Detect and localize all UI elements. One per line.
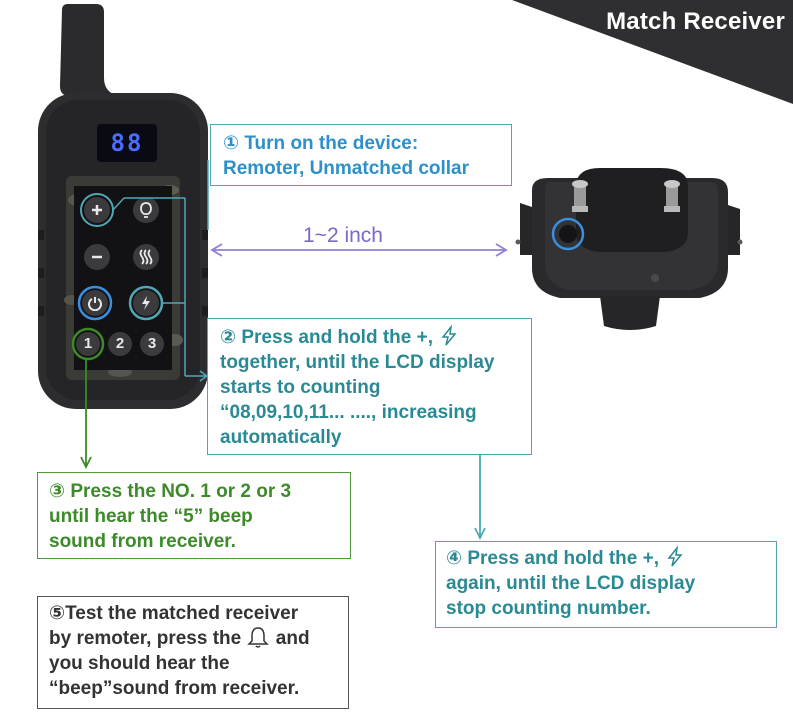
lightning-icon <box>441 325 457 346</box>
step-5-line-2b: and <box>275 628 310 649</box>
lcd-display: 88 <box>110 129 144 157</box>
minus-icon[interactable] <box>89 249 105 265</box>
step-1-box: ① Turn on the device: Remoter, Unmatched… <box>210 124 512 186</box>
vibration-icon[interactable] <box>138 248 154 266</box>
step-4-box: ④ Press and hold the +, again, until the… <box>435 541 777 628</box>
step-4-line-1-wrap: ④ Press and hold the +, <box>446 546 776 571</box>
step-2-line-2: together, until the LCD display <box>220 352 495 373</box>
step-3-line-3: sound from receiver. <box>49 531 236 552</box>
step-3-line-2: until hear the “5” beep <box>49 506 253 527</box>
step-2-box: ② Press and hold the +, together, until … <box>207 318 532 455</box>
step-2-line-4: “08,09,10,11... ...., increasing <box>220 402 477 423</box>
plus-icon[interactable] <box>89 202 105 218</box>
step-5-line-4: “beep”sound from receiver. <box>49 678 300 699</box>
shock-icon[interactable] <box>138 295 154 311</box>
lcd-screen <box>97 124 157 162</box>
step-4-line-3: stop counting number. <box>446 598 651 619</box>
step-2-line-3: starts to counting <box>220 377 381 398</box>
step-1-line-2: Remoter, Unmatched collar <box>223 158 470 179</box>
button-1[interactable]: 1 <box>83 335 93 352</box>
step-5-line-1: ⑤Test the matched receiver <box>49 603 299 624</box>
step-3-line-1: ③ Press the NO. 1 or 2 or 3 <box>49 481 292 502</box>
step-5-line-2a: by remoter, press the <box>49 628 242 649</box>
step-2-line-1-wrap: ② Press and hold the +, <box>220 325 531 350</box>
step-5-line-3: you should hear the <box>49 653 230 674</box>
power-icon[interactable] <box>87 295 103 311</box>
step-4-line-1: ④ Press and hold the +, <box>446 548 659 569</box>
step-5-line-2-wrap: by remoter, press the and <box>49 626 348 651</box>
distance-label: 1~2 inch <box>303 224 383 247</box>
button-2[interactable]: 2 <box>115 335 125 352</box>
button-3[interactable]: 3 <box>147 335 157 352</box>
bell-icon <box>247 627 270 648</box>
step-2-line-5: automatically <box>220 427 342 448</box>
banner-title: Match Receiver <box>606 8 785 35</box>
light-bulb-icon[interactable] <box>137 200 155 220</box>
step-3-box: ③ Press the NO. 1 or 2 or 3 until hear t… <box>37 472 351 559</box>
lightning-icon <box>667 546 683 567</box>
step-4-line-2: again, until the LCD display <box>446 573 696 594</box>
step-5-box: ⑤Test the matched receiver by remoter, p… <box>37 596 349 709</box>
step-1-line-1: ① Turn on the device: <box>223 133 419 154</box>
title-banner <box>512 0 793 104</box>
step-2-line-1: ② Press and hold the +, <box>220 327 433 348</box>
